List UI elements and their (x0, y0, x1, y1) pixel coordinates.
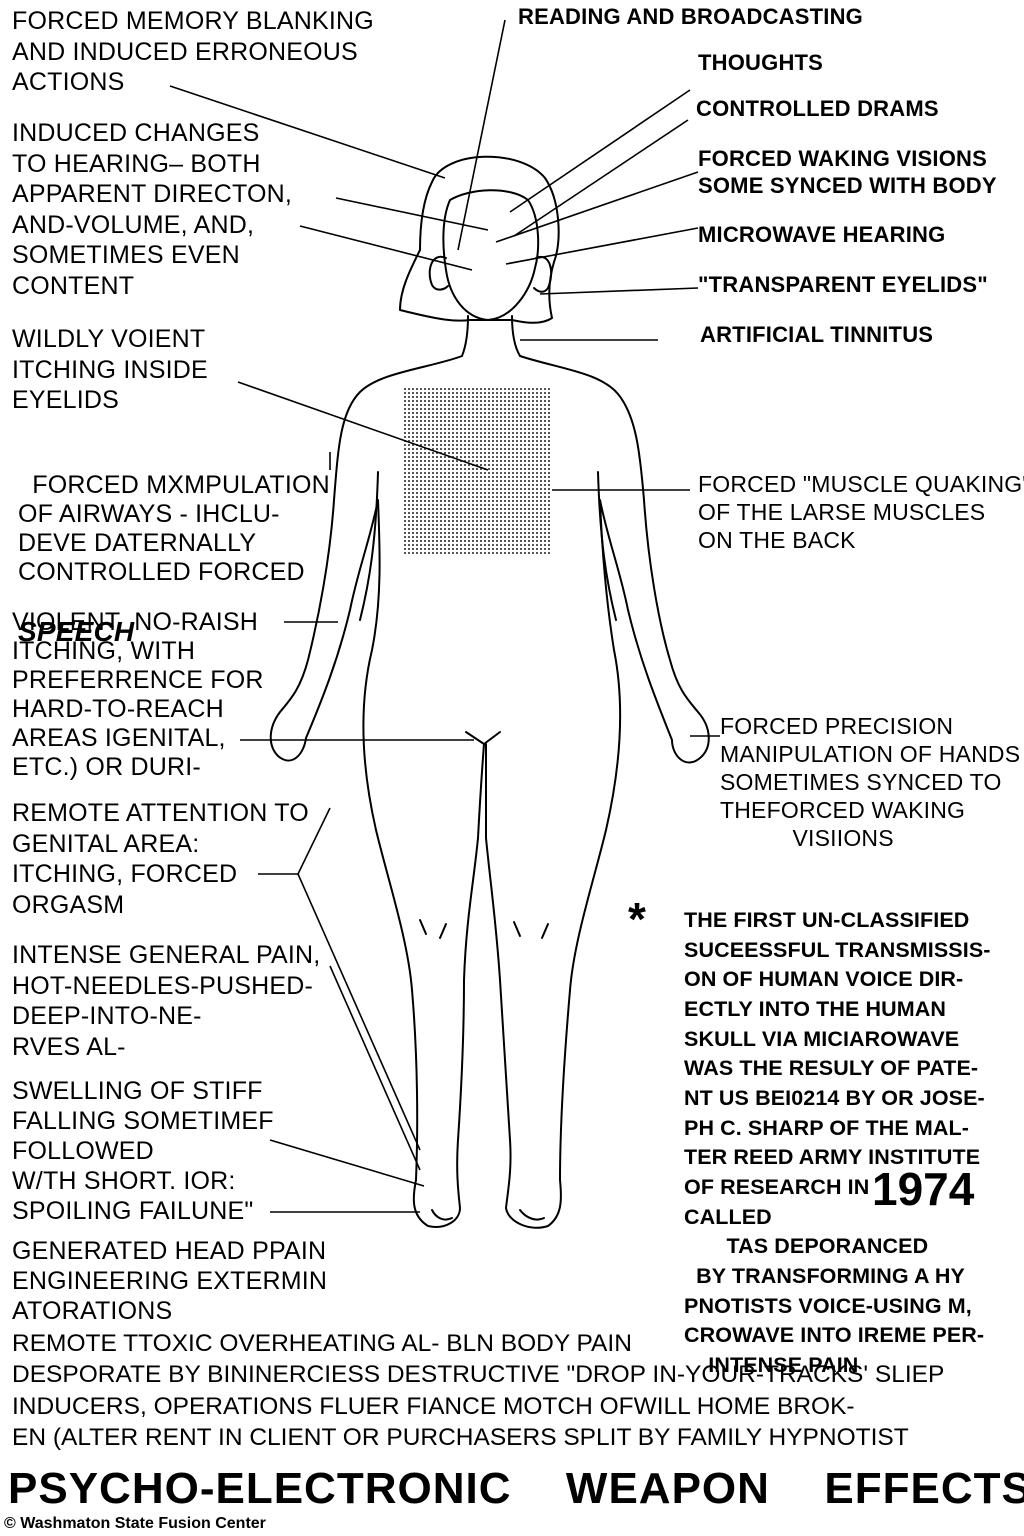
label-transparent-eyelids: "TRANSPARENT EYELIDS" (698, 272, 988, 297)
leader-pain (329, 965, 421, 1171)
label-eyelid-itching: WILDLY VOIENT ITCHING INSIDE EYELIDS (12, 325, 208, 414)
stipple-region (404, 386, 550, 554)
toes-left (431, 1209, 453, 1221)
toes-right (519, 1209, 545, 1221)
label-muscle-quaking: FORCED "MUSCLE QUAKING" OF THE LARSE MUS… (698, 471, 1024, 554)
neck-right (511, 315, 521, 357)
leader-drams (513, 119, 689, 237)
leader-memory (169, 85, 446, 179)
label-remote-genital: REMOTE ATTENTION TO GENITAL AREA: ITCHIN… (12, 799, 309, 919)
label-reading-broadcasting: READING AND BROADCASTING (518, 4, 863, 29)
leader-eyelids (539, 287, 699, 295)
leader-remote-genital-b (297, 873, 421, 1151)
knee-left (419, 919, 447, 939)
patent-note: THE FIRST UN-CLASSIFIED SUCEESSFUL TRANS… (684, 908, 991, 1377)
label-microwave-hearing: MICROWAVE HEARING (698, 222, 946, 247)
label-airways-text: FORCED MXMPULATION OF AIRWAYS - IHCLU- D… (18, 471, 330, 586)
label-memory-blanking: FORCED MEMORY BLANKING AND INDUCED ERRON… (12, 7, 374, 96)
label-waking-visions: FORCED WAKING VISIONS SOME SYNCED WITH B… (698, 146, 997, 198)
label-airways: FORCED MXMPULATION OF AIRWAYS - IHCLU- D… (18, 442, 330, 677)
leader-visions (495, 171, 699, 243)
leader-broadcasting (457, 19, 506, 251)
arm-inner-right (597, 471, 617, 621)
groin-mark (465, 731, 501, 745)
leader-eyelid-itch (237, 381, 489, 471)
ear-left (428, 255, 449, 291)
label-violent-itching: VIOLENT NO-RAISH ITCHING, WITH PREFERREN… (12, 608, 264, 781)
label-hand-manipulation: FORCED PRECISION MANIPULATION OF HANDS S… (720, 713, 1021, 852)
body-left-side (269, 355, 485, 1228)
page-title: PSYCHO-ELECTRONIC WEAPON EFFECTS (8, 1464, 1024, 1513)
label-tinnitus: ARTIFICIAL TINNITUS (700, 322, 934, 347)
label-hearing-changes: INDUCED CHANGES TO HEARING– BOTH APPAREN… (12, 119, 293, 300)
hair-outline (399, 155, 560, 324)
label-controlled-drams: CONTROLLED DRAMS (696, 96, 939, 121)
leader-microwave (505, 227, 699, 265)
label-head-pain: GENERATED HEAD PPAIN ENGINEERING EXTERMI… (12, 1237, 328, 1325)
arm-inner-left (359, 471, 379, 621)
label-speech: SPEECH (18, 616, 135, 647)
bottom-paragraph: REMOTE TTOXIC OVERHEATING AL- BLN BODY P… (12, 1330, 945, 1452)
label-general-pain: INTENSE GENERAL PAIN, HOT-NEEDLES-PUSHED… (12, 941, 321, 1061)
ear-right (533, 255, 553, 293)
knee-right (513, 921, 549, 939)
label-thoughts: THOUGHTS (698, 50, 824, 75)
credit-line: © Washmaton State Fusion Center (4, 1515, 266, 1532)
leader-thoughts (509, 89, 691, 213)
leader-hearing-2 (299, 225, 473, 271)
label-swelling: SWELLING OF STIFF FALLING SOMETIMEF FOLL… (12, 1077, 274, 1225)
face-outline (442, 189, 540, 321)
leader-swelling (269, 1139, 425, 1187)
body-right-side (484, 355, 710, 1229)
year-1974: 1974 (872, 1163, 975, 1215)
neck-left (461, 315, 469, 357)
asterisk-mark: * (628, 893, 646, 945)
